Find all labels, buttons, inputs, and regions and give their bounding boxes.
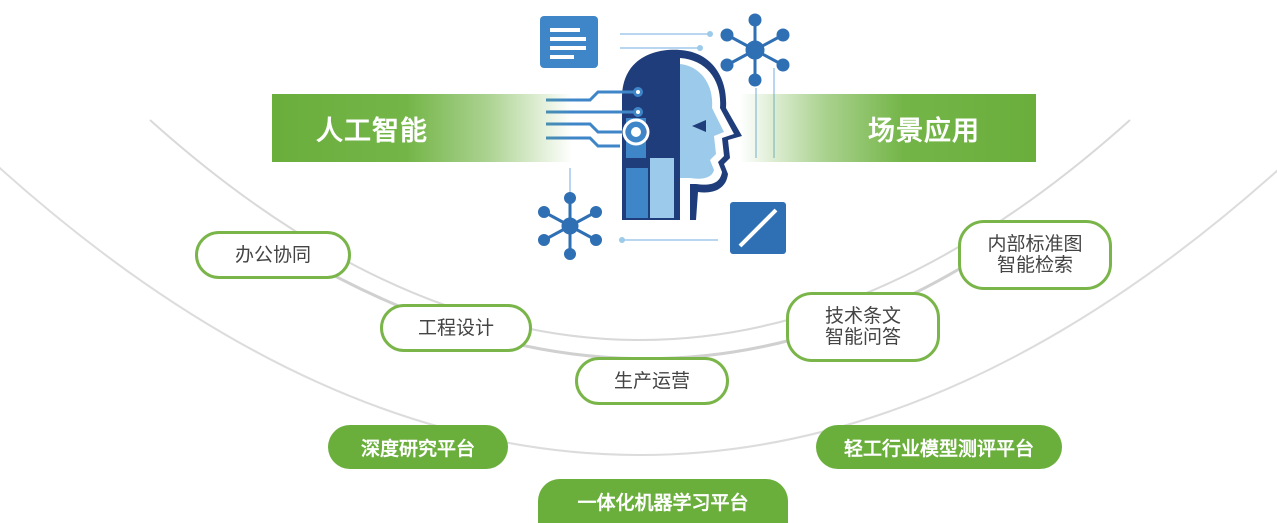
pill-label: 一体化机器学习平台 bbox=[577, 491, 749, 514]
pill-label: 轻工行业模型测评平台 bbox=[843, 437, 1034, 460]
node-office-collaboration: 办公协同 bbox=[195, 231, 351, 279]
network-node-icon bbox=[720, 13, 790, 87]
banner-left-label: 人工智能 bbox=[316, 115, 428, 147]
node-technical-qa: 技术条文 智能问答 bbox=[786, 292, 940, 362]
outer-arc bbox=[0, 166, 1277, 456]
banner-artificial-intelligence: 人工智能 bbox=[272, 94, 572, 162]
node-label-line1: 内部标准图 bbox=[987, 233, 1083, 255]
pill-deep-research-platform: 深度研究平台 bbox=[328, 425, 508, 469]
network-node-icon bbox=[538, 192, 602, 260]
node-production-operation: 生产运营 bbox=[575, 357, 729, 405]
node-label: 生产运营 bbox=[613, 369, 690, 392]
node-label-line2: 智能问答 bbox=[824, 326, 901, 348]
node-standard-retrieval: 内部标准图 智能检索 bbox=[958, 220, 1112, 290]
pill-label: 深度研究平台 bbox=[360, 437, 475, 460]
node-label-line1: 技术条文 bbox=[824, 305, 901, 327]
node-label: 办公协同 bbox=[234, 243, 311, 266]
node-engineering-design: 工程设计 bbox=[380, 304, 532, 352]
node-label-line2: 智能检索 bbox=[996, 254, 1073, 276]
pill-ml-platform: 一体化机器学习平台 bbox=[538, 479, 788, 523]
banner-scenario-applications: 场景应用 bbox=[740, 94, 1036, 162]
pen-icon bbox=[730, 202, 786, 254]
document-icon bbox=[540, 16, 598, 68]
ai-head-icon bbox=[538, 13, 790, 260]
node-label: 工程设计 bbox=[417, 316, 494, 339]
banner-right-label: 场景应用 bbox=[868, 115, 980, 147]
head-profile bbox=[622, 49, 742, 220]
pill-model-evaluation-platform: 轻工行业模型测评平台 bbox=[816, 425, 1062, 469]
